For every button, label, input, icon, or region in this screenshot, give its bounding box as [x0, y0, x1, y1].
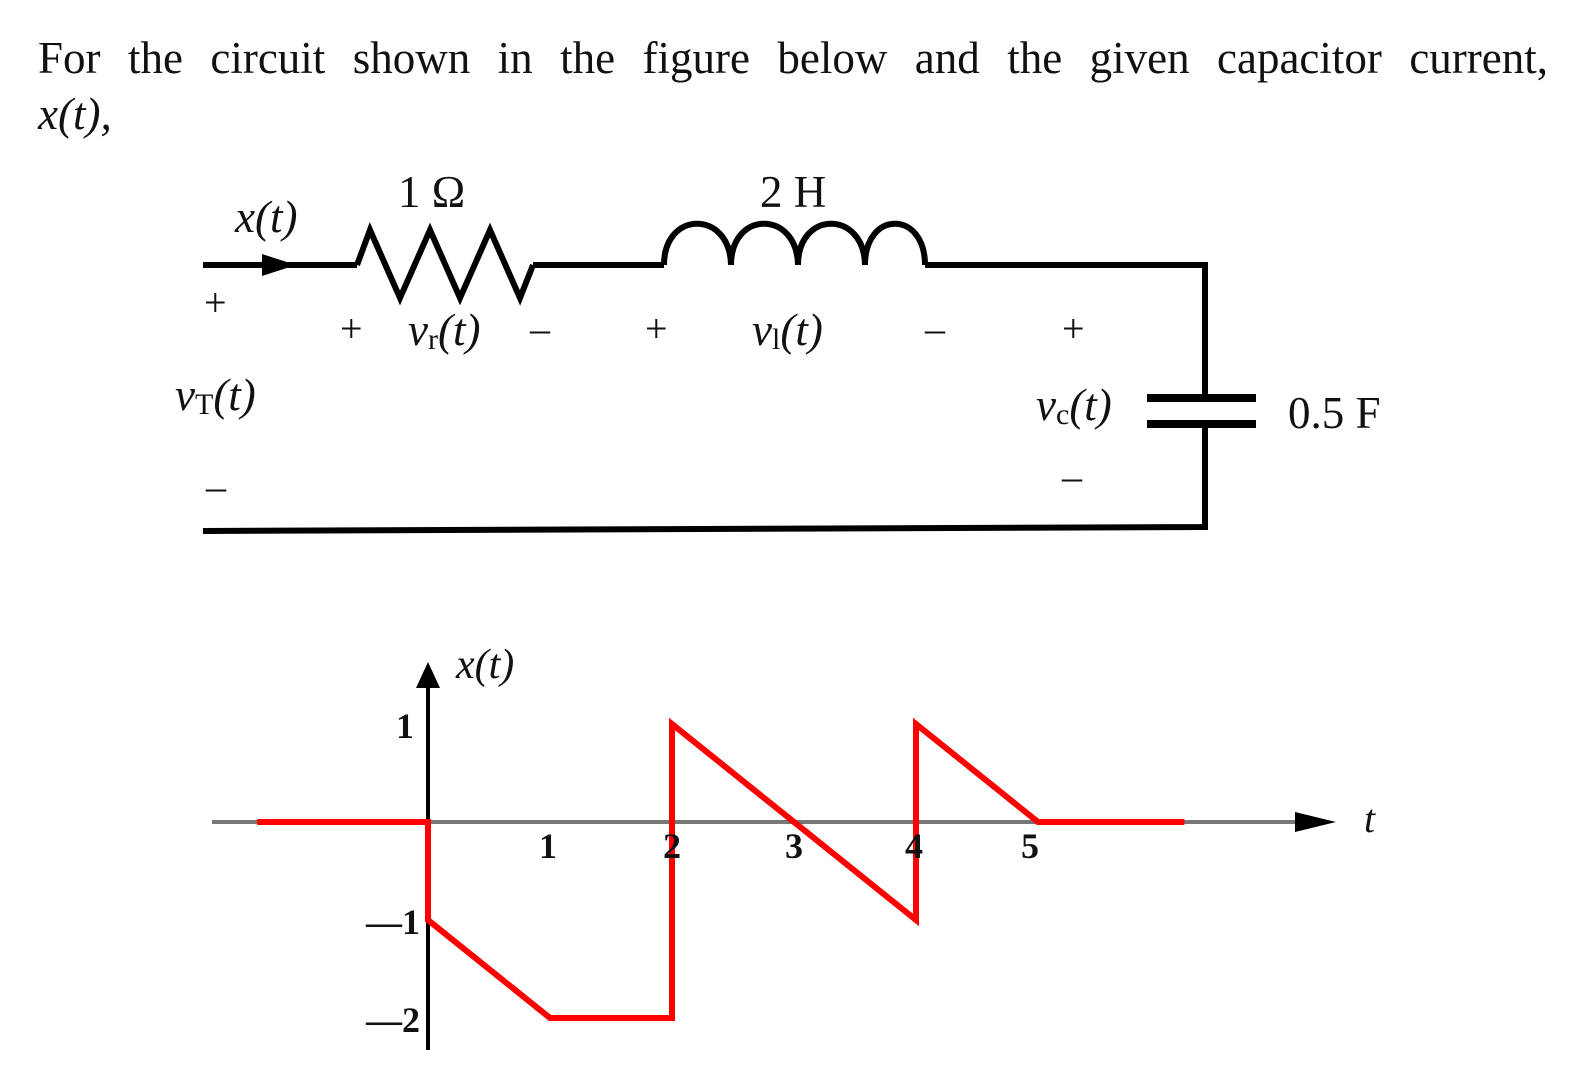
capacitor-plus: +	[1062, 306, 1085, 351]
y-tick: —2	[365, 1000, 420, 1040]
wire-bottom-return	[202, 424, 1208, 534]
source-voltage-label: vT(t)	[175, 370, 256, 421]
y-tick: —1	[365, 902, 420, 942]
y-tick-labels: 1 —1 —2	[365, 706, 420, 1040]
problem-statement-continued: x(t),	[38, 89, 112, 139]
x-tick: 3	[785, 826, 803, 866]
source-voltage-subscript: T	[195, 388, 213, 421]
resistor-minus: –	[529, 306, 551, 351]
wire-inductor-to-capacitor	[925, 262, 1208, 398]
resistor-voltage-label: vr(t)	[408, 305, 480, 356]
signal-plot: x(t) t 1 2 3 4 5 1 —1 —2	[212, 642, 1376, 1050]
x-axis-label: t	[1364, 796, 1376, 841]
x-tick-labels: 1 2 3 4 5	[539, 826, 1039, 866]
resistor-symbol	[354, 222, 536, 306]
source-plus: +	[204, 280, 227, 325]
capacitor-value: 0.5 F	[1288, 388, 1381, 438]
resistor-plus: +	[340, 306, 363, 351]
inductor-minus: –	[924, 306, 946, 351]
capacitor-voltage-label: vc(t)	[1036, 380, 1112, 431]
inductor-value: 2 H	[760, 167, 826, 217]
inductor-voltage-label: vl(t)	[752, 305, 823, 356]
y-tick: 1	[396, 706, 414, 746]
capacitor-minus: –	[1061, 454, 1083, 499]
current-arrow-icon	[262, 254, 296, 276]
signal-trace	[257, 717, 1185, 1021]
source-minus: –	[205, 464, 227, 509]
problem-statement: For the circuit shown in the figure belo…	[38, 33, 1548, 83]
t-axis-arrow-icon	[1295, 812, 1336, 832]
x-tick: 4	[905, 826, 923, 866]
inductor-plus: +	[645, 306, 668, 351]
x-tick: 5	[1021, 826, 1039, 866]
x-tick: 2	[663, 826, 681, 866]
x-axis-arrow-icon	[416, 662, 440, 688]
x-tick: 1	[539, 826, 557, 866]
circuit-diagram	[202, 220, 1256, 534]
inductor-symbol	[661, 220, 928, 266]
y-axis-label: x(t)	[455, 642, 514, 688]
resistor-value: 1 Ω	[398, 167, 465, 217]
current-label: x(t)	[234, 192, 297, 242]
